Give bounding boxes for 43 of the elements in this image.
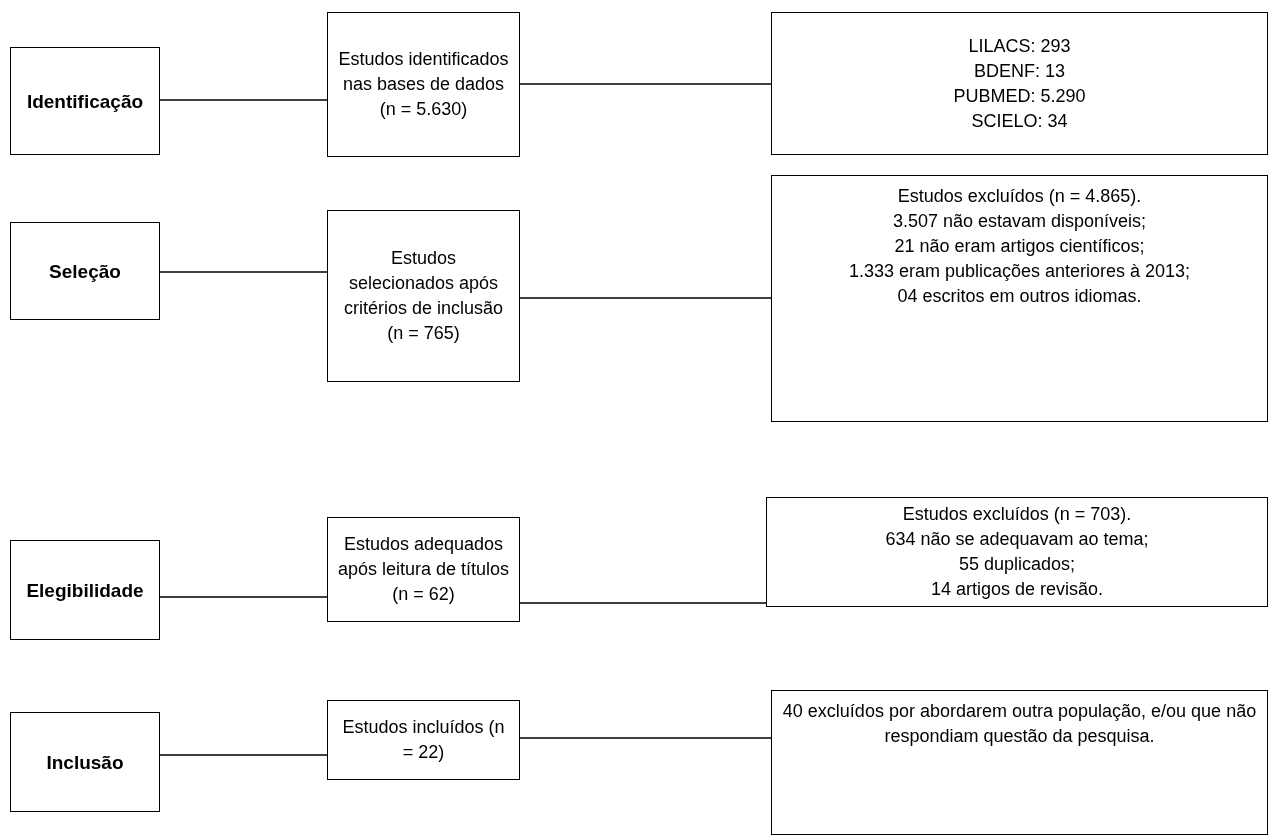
process-box	[327, 700, 520, 780]
box-text: 04 escritos em outros idiomas.	[897, 285, 1142, 308]
box-text: Seleção	[49, 259, 121, 284]
connector-line	[159, 754, 328, 756]
box-text: Estudos selecionados após critérios de inclusão	[342, 247, 505, 320]
connector-line	[519, 83, 772, 85]
stage-label-box	[10, 222, 160, 320]
connector-line	[159, 271, 328, 273]
box-text: Estudos excluídos (n = 703).	[902, 503, 1132, 526]
connector-line	[519, 297, 772, 299]
stage-label-box	[10, 712, 160, 812]
stage-label-box	[10, 47, 160, 155]
box-text: 21 não eram artigos científicos;	[894, 235, 1145, 258]
connector-line	[159, 596, 328, 598]
box-text: Inclusão	[46, 750, 124, 775]
result-box	[771, 175, 1268, 422]
box-text: 40 excluídos por abordarem outra população, e/ou que não respondiam questão da pesquisa.	[781, 700, 1258, 748]
box-text: Estudos excluídos (n = 4.865).	[897, 185, 1142, 208]
box-text: Estudos identificados nas bases de dados (n = 5.630)	[337, 48, 510, 121]
box-text: 55 duplicados;	[958, 553, 1076, 576]
box-text: Estudos adequados após leitura de títulos (n = 62)	[336, 533, 511, 606]
box-text: 1.333 eram publicações anteriores à 2013;	[848, 260, 1191, 283]
box-text: 14 artigos de revisão.	[930, 578, 1104, 601]
process-box	[327, 210, 520, 382]
stage-label-box	[10, 540, 160, 640]
box-text: 634 não se adequavam ao tema;	[885, 528, 1149, 551]
box-text: PUBMED: 5.290	[953, 84, 1086, 108]
process-box	[327, 517, 520, 622]
result-box	[771, 12, 1268, 155]
box-text: Estudos incluídos (n = 22)	[341, 716, 506, 764]
box-text: BDENF: 13	[974, 59, 1065, 83]
box-text: LILACS: 293	[968, 34, 1071, 58]
box-text: (n = 765)	[387, 322, 460, 345]
connector-line	[159, 99, 328, 101]
connector-line	[519, 602, 767, 604]
box-text: 3.507 não estavam disponíveis;	[892, 210, 1147, 233]
result-box	[771, 690, 1268, 835]
process-box	[327, 12, 520, 157]
result-box	[766, 497, 1268, 607]
box-text: Elegibilidade	[26, 578, 144, 603]
connector-line	[519, 737, 772, 739]
box-text: SCIELO: 34	[971, 109, 1068, 133]
box-text: Identificação	[26, 89, 144, 114]
